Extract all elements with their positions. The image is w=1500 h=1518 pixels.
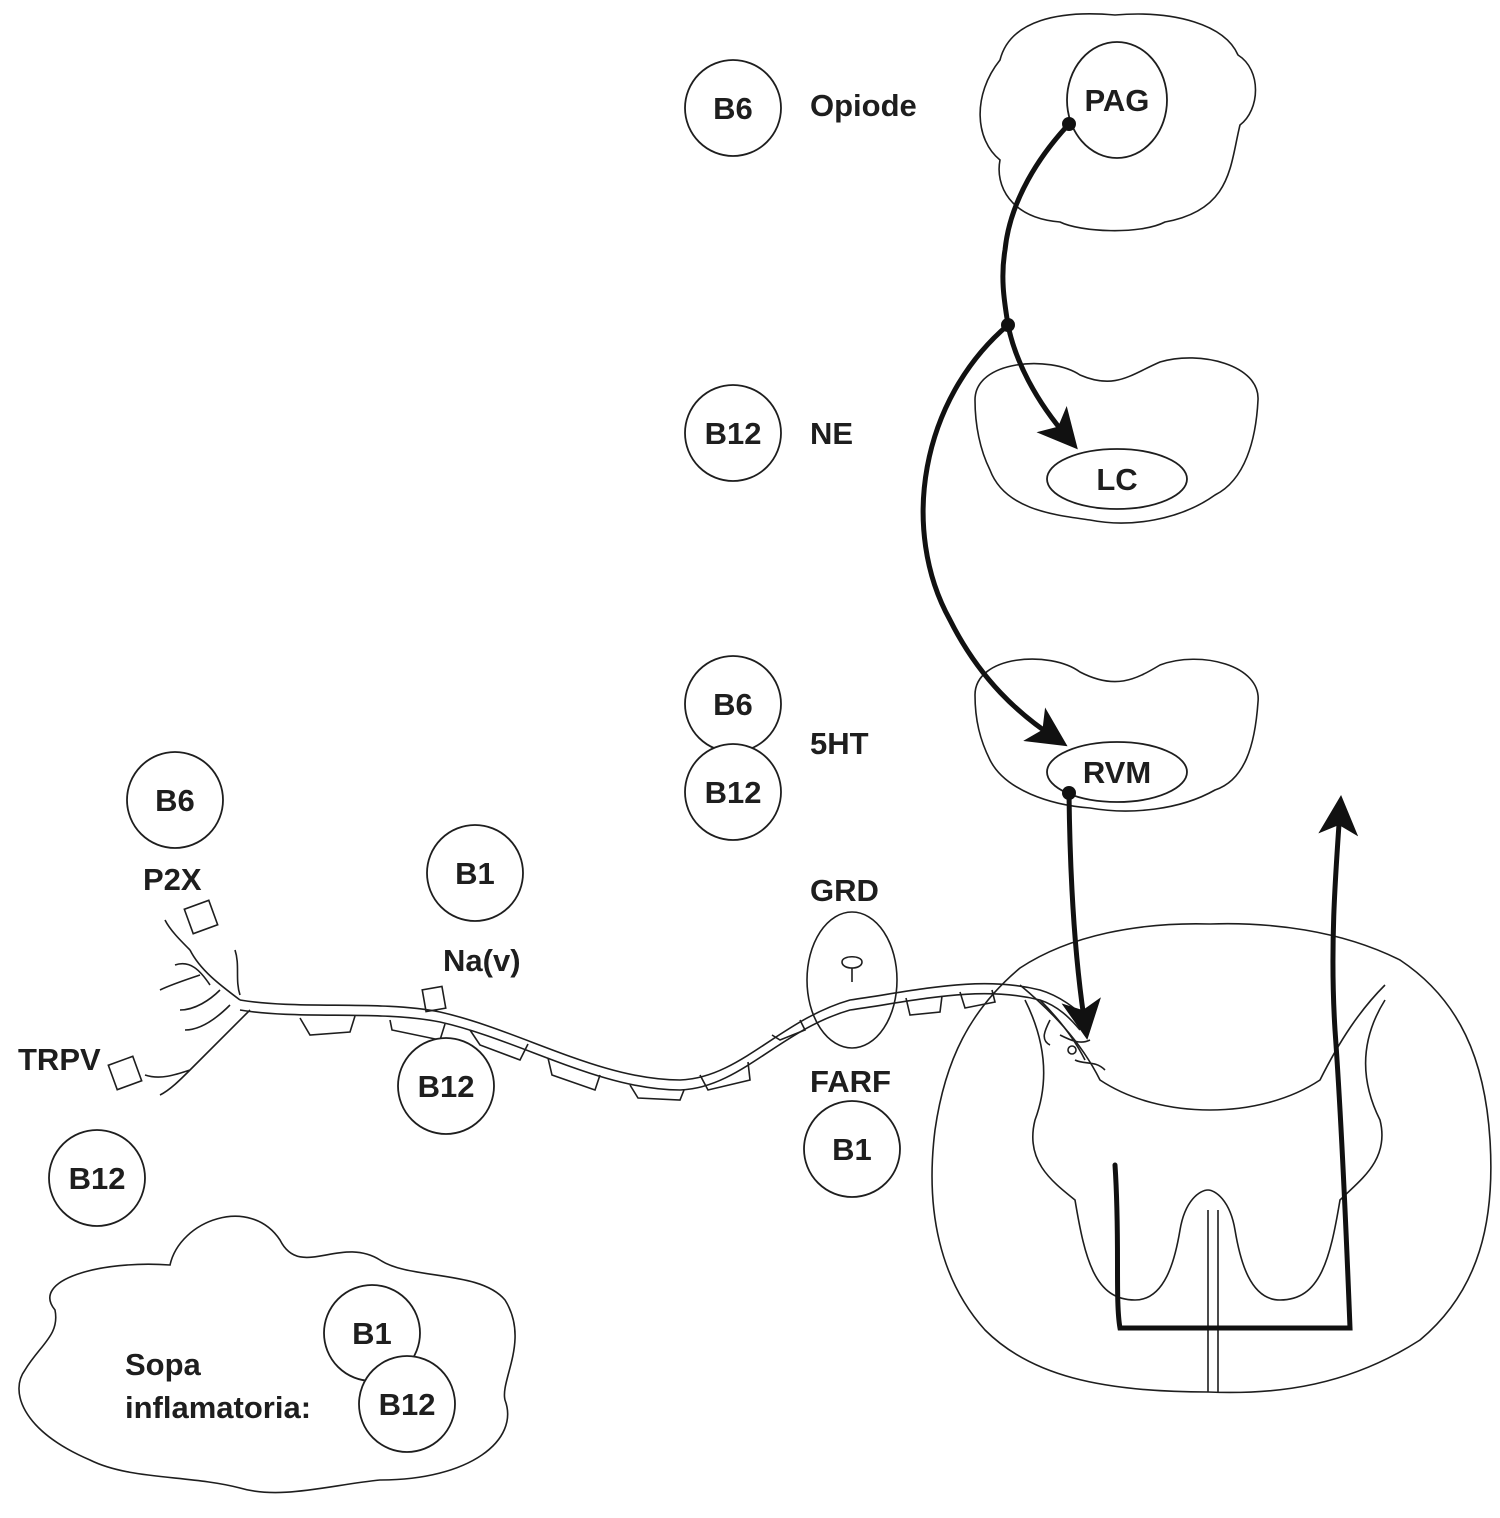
vitamin-b1-farf: B1 [803, 1100, 901, 1198]
nav-channel [421, 985, 447, 1013]
vitamin-b6-p2x: B6 [126, 751, 224, 849]
pons-section [974, 357, 1259, 524]
spinothalamic-ascending-tract [1112, 795, 1359, 1331]
trpv-label: TRPV [18, 1042, 101, 1077]
vitamin-b12-trpv: B12 [48, 1129, 146, 1227]
vitamin-b12-ne: B12 [684, 384, 782, 482]
junction-to-lc-tract [1005, 322, 1078, 450]
vitamin-b6-serotonin: B6 [684, 655, 782, 753]
pag-synapse-dot [1062, 117, 1076, 131]
rvm-nucleus [1046, 741, 1188, 803]
svg-text:B6: B6 [155, 783, 195, 818]
lc-label: LC [1096, 462, 1137, 497]
rvm-synapse-dot [1062, 786, 1076, 800]
inflammatory-soup-blob [18, 1215, 516, 1494]
p2x-label: P2X [143, 862, 202, 897]
opiode-label: Opiode [810, 88, 917, 123]
svg-text:B6: B6 [713, 687, 753, 722]
svg-text:B1: B1 [455, 856, 495, 891]
midbrain-section [979, 13, 1257, 232]
svg-text:B12: B12 [69, 1161, 126, 1196]
svg-text:B12: B12 [379, 1387, 436, 1422]
p2x-receptor [183, 899, 219, 935]
pag-to-junction-tract [1000, 121, 1072, 328]
vitamin-b6-opiode: B6 [684, 59, 782, 157]
vitamin-b12-axon: B12 [397, 1037, 495, 1135]
nav-label: Na(v) [443, 943, 521, 978]
primary-afferent-axon [239, 982, 1089, 1101]
pag-label: PAG [1085, 83, 1150, 118]
junction-to-rvm-tract [920, 322, 1068, 747]
svg-text:B12: B12 [705, 775, 762, 810]
rvm-to-dorsal-horn-tract [1061, 790, 1101, 1040]
nerve-terminal-branches [144, 919, 251, 1096]
svg-text:B12: B12 [705, 416, 762, 451]
trpv-receptor [107, 1055, 143, 1091]
svg-text:B12: B12 [418, 1069, 475, 1104]
svg-text:B1: B1 [352, 1316, 392, 1351]
drg-label: GRD [810, 873, 879, 908]
spinal-cord-section [931, 922, 1492, 1394]
junction-dot [1001, 318, 1015, 332]
rvm-label: RVM [1083, 755, 1151, 790]
vitamin-b12-soup: B12 [358, 1355, 456, 1453]
medulla-section [974, 658, 1259, 812]
svg-text:B1: B1 [832, 1132, 872, 1167]
soup-label-line1: Sopa [125, 1347, 202, 1382]
ne-label: NE [810, 416, 853, 451]
svg-text:B6: B6 [713, 91, 753, 126]
drg-ganglion [806, 911, 898, 1049]
serotonin-label: 5HT [810, 726, 869, 761]
lc-nucleus [1046, 448, 1188, 510]
soup-label-line2: inflamatoria: [125, 1390, 311, 1425]
pag-nucleus [1066, 41, 1168, 159]
drg-cell-body [841, 955, 863, 982]
vitamin-b12-serotonin: B12 [684, 743, 782, 841]
farf-label: FARF [810, 1064, 891, 1099]
vitamin-b1-nav: B1 [426, 824, 524, 922]
